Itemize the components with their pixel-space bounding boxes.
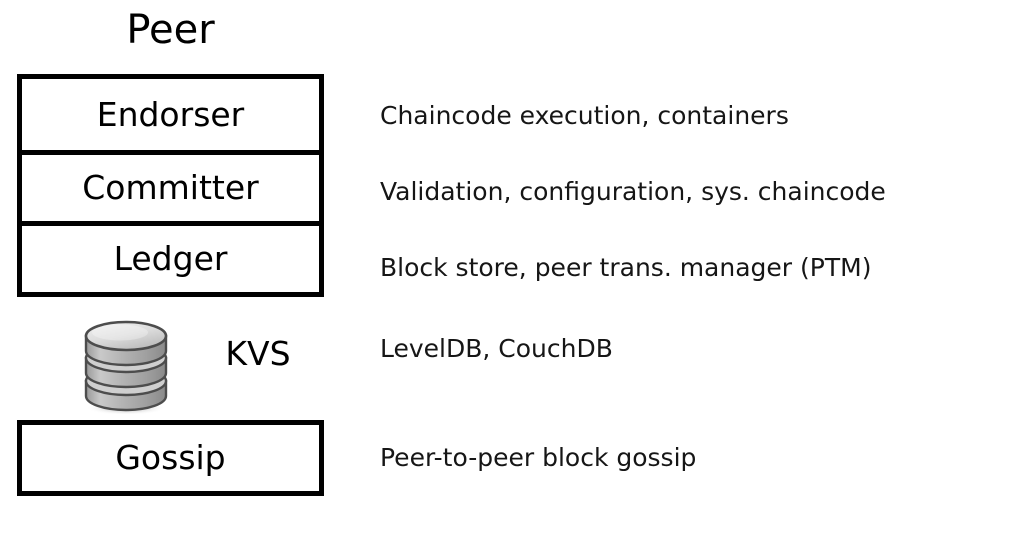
gossip-label: Gossip [115, 438, 226, 477]
page-title: Peer [126, 7, 215, 53]
peer-layer-stack: Endorser Committer Ledger [17, 74, 324, 297]
annotation-kvs: LevelDB, CouchDB [380, 334, 613, 363]
layer-label-ledger: Ledger [113, 239, 228, 278]
kvs-row: KVS [17, 312, 324, 416]
kvs-label: KVS [225, 334, 291, 373]
layer-box-endorser: Endorser [22, 79, 319, 150]
annotation-gossip: Peer-to-peer block gossip [380, 443, 697, 472]
annotation-ledger: Block store, peer trans. manager (PTM) [380, 253, 872, 282]
layer-label-committer: Committer [82, 168, 259, 207]
layer-label-endorser: Endorser [96, 94, 245, 134]
layer-box-ledger: Ledger [22, 221, 319, 292]
annotation-committer: Validation, configuration, sys. chaincod… [380, 177, 886, 206]
layer-box-committer: Committer [22, 150, 319, 221]
database-cylinder-icon [80, 316, 172, 414]
gossip-box: Gossip [17, 420, 324, 496]
annotation-endorser: Chaincode execution, containers [380, 101, 789, 130]
